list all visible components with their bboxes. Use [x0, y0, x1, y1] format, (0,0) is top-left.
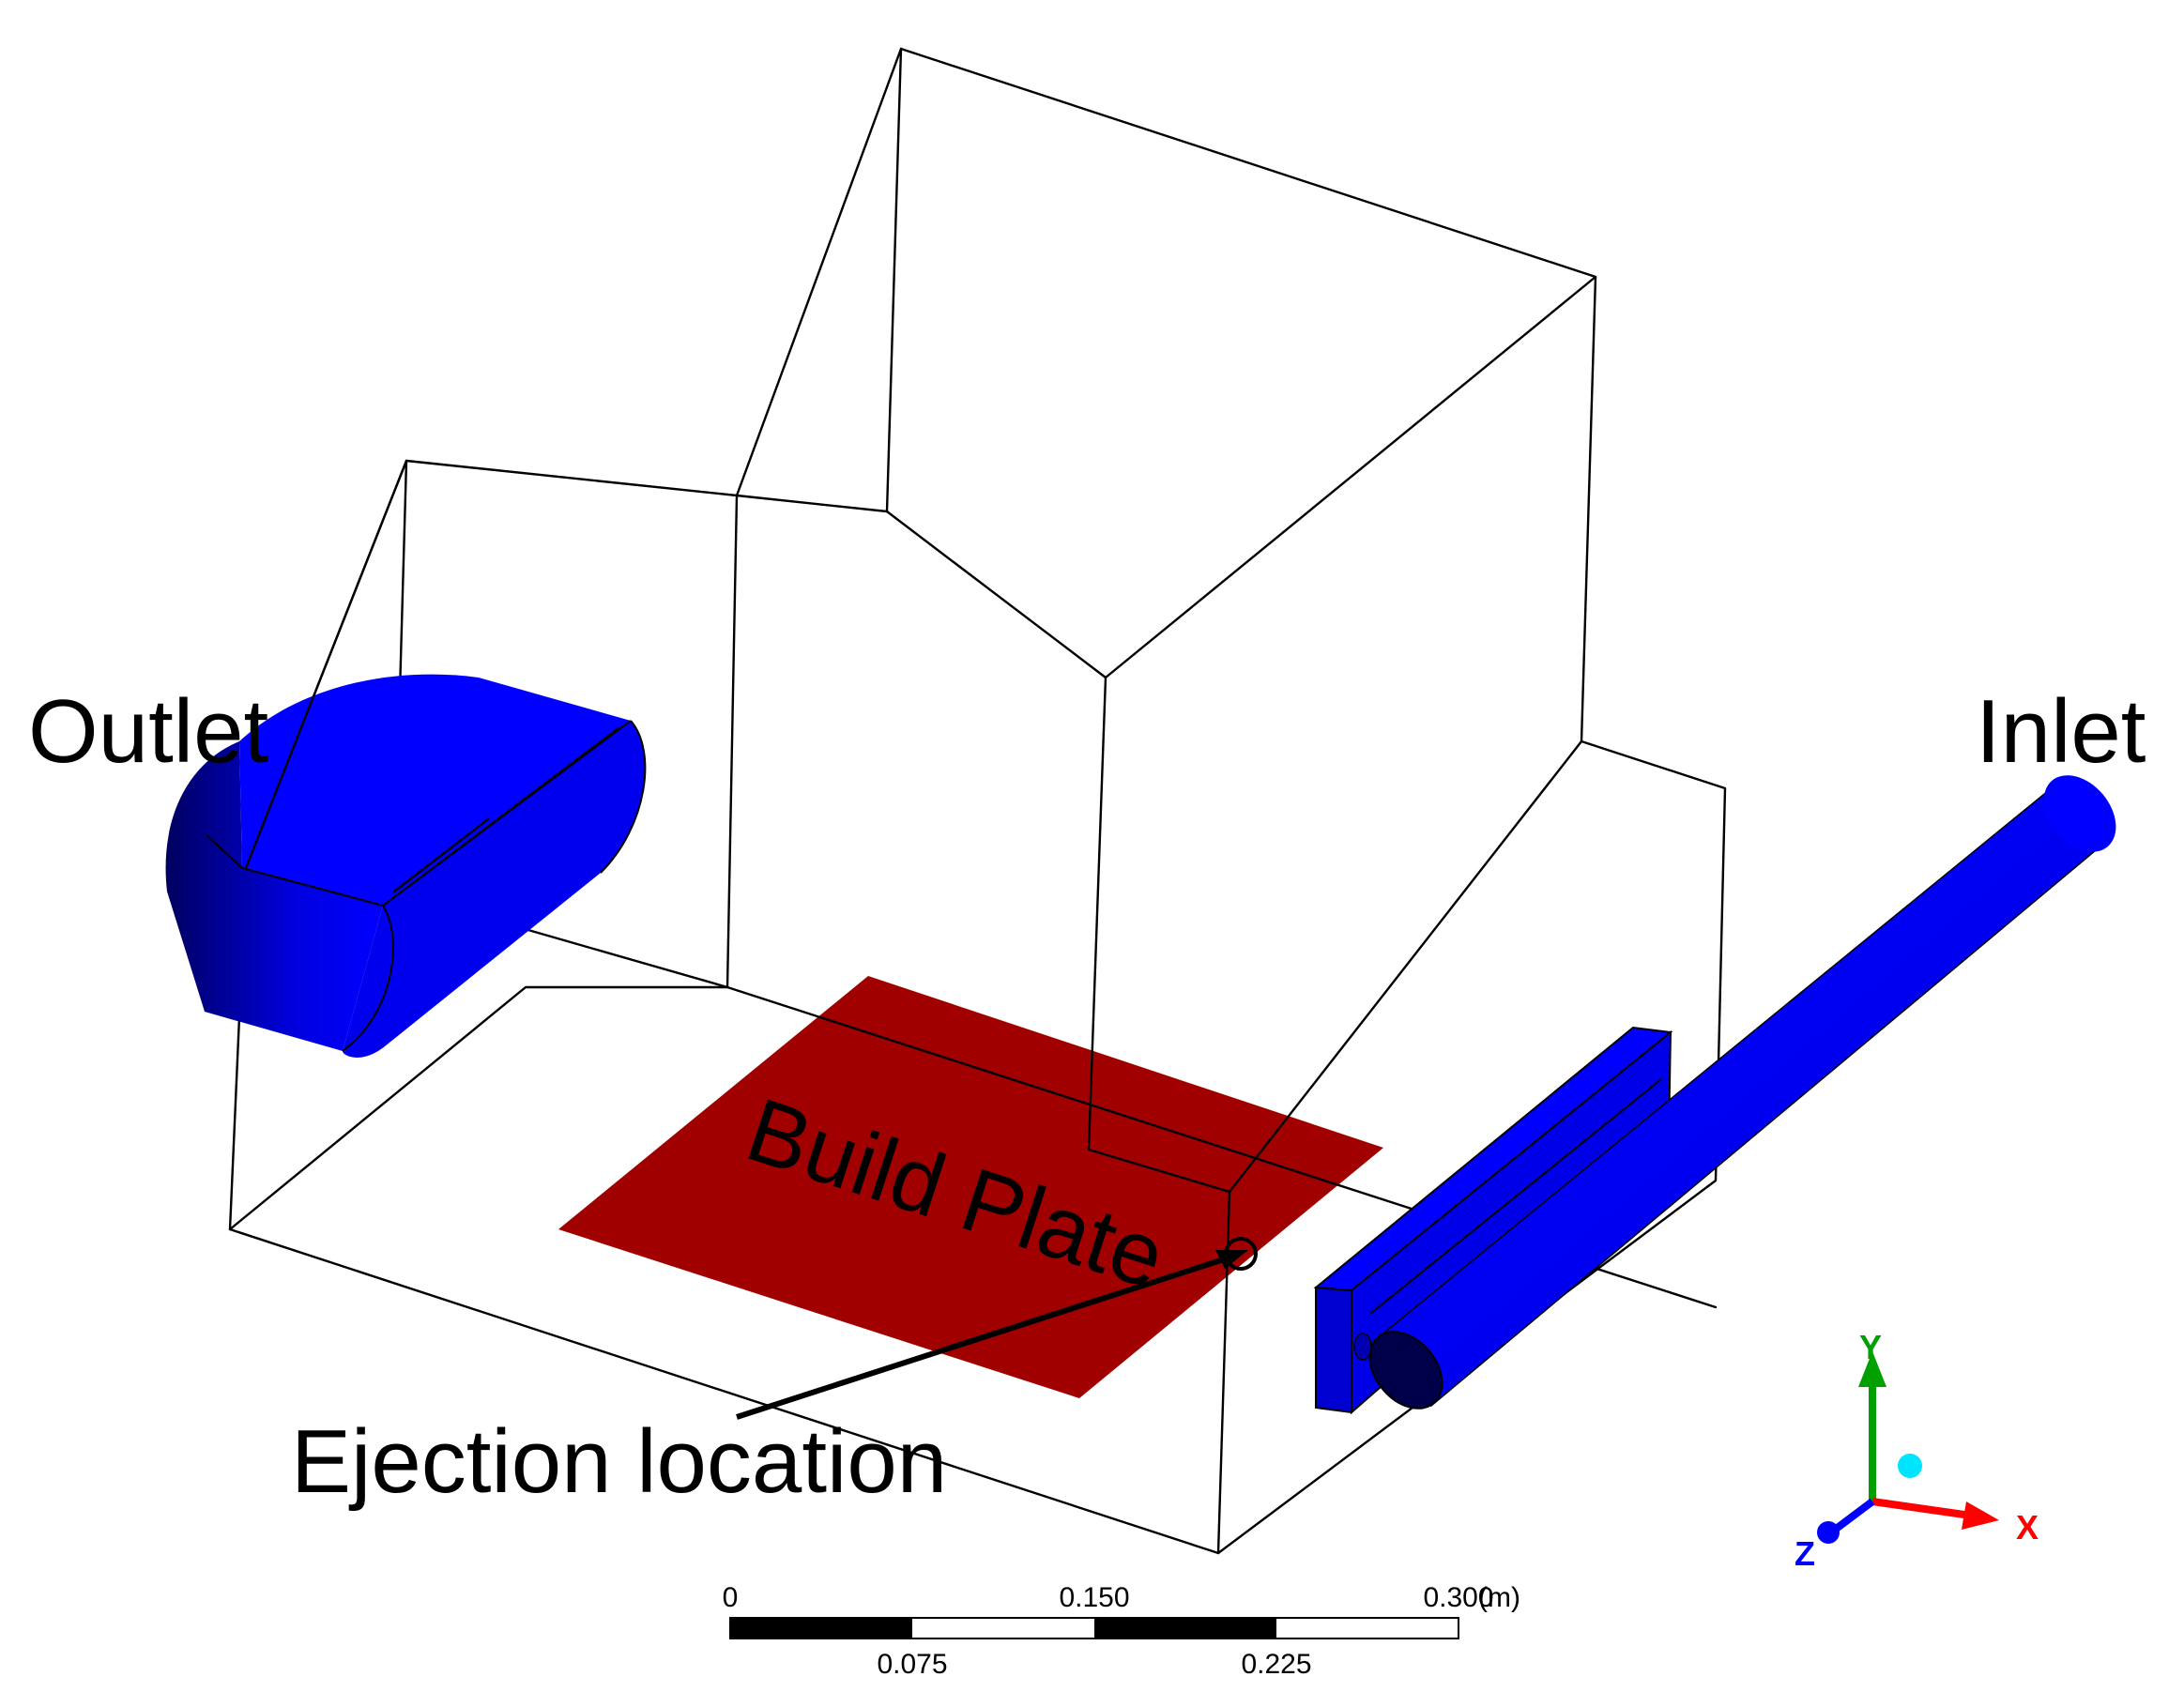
origin-marker-icon	[1898, 1454, 1922, 1478]
y-axis-label: Y	[1859, 1328, 1882, 1366]
axis-triad: Y X Z	[1795, 1328, 2039, 1573]
inlet-label: Inlet	[1976, 681, 2146, 782]
z-axis-tip-icon	[1817, 1521, 1840, 1544]
ejection-arrow	[736, 1237, 1258, 1420]
x-axis-label: X	[2016, 1508, 2039, 1547]
z-axis-label: Z	[1795, 1534, 1815, 1573]
inlet-pipe	[1353, 775, 2116, 1410]
scale-tick-0150: 0.150	[1059, 1582, 1129, 1613]
build-plate	[558, 976, 1383, 1398]
scale-tick-0300: 0.300	[1423, 1582, 1493, 1613]
scale-tick-0225: 0.225	[1241, 1649, 1311, 1680]
scale-bar: 0 0.150 0.300 (m) 0.075 0.225	[723, 1582, 1520, 1680]
scale-unit: (m)	[1478, 1582, 1520, 1613]
outlet-label: Outlet	[28, 681, 268, 782]
scale-tick-0: 0	[723, 1582, 739, 1613]
outlet-boundary	[165, 459, 647, 1058]
ejection-point-marker	[1224, 1237, 1258, 1271]
ejection-location-label: Ejection location	[291, 1411, 947, 1512]
scale-tick-0075: 0.075	[877, 1649, 947, 1680]
